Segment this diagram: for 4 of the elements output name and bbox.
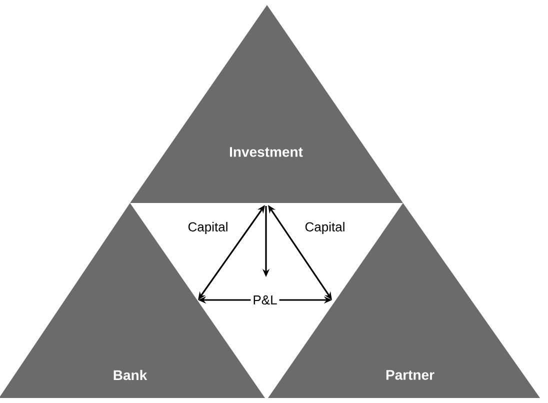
edge-label: Capital	[186, 220, 230, 236]
edge-label: P&L	[250, 293, 280, 307]
triangle-block: Investment	[130, 5, 403, 203]
edge-label: Capital	[302, 220, 348, 236]
